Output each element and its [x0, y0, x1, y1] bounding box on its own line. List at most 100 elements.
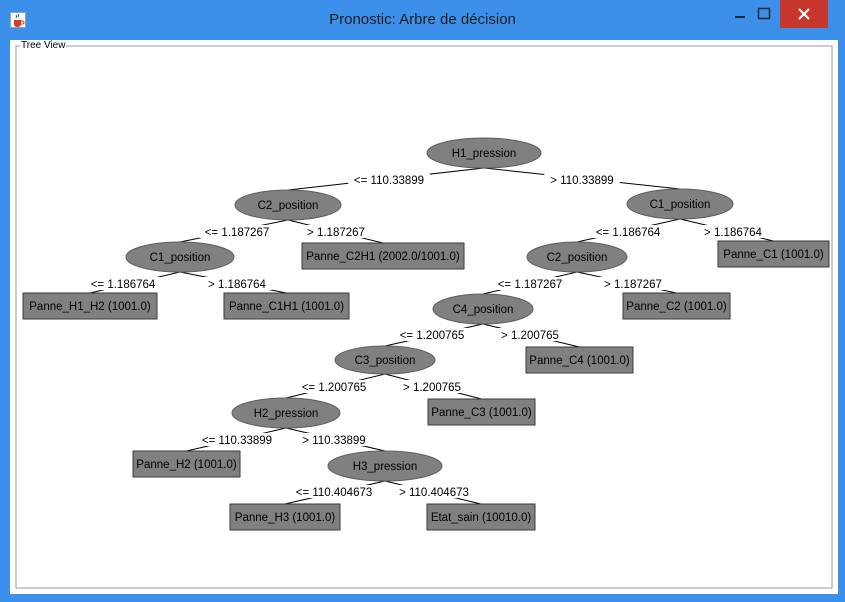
- decision-node[interactable]: H2_pression: [231, 397, 341, 429]
- edge-label: > 1.186764: [208, 279, 266, 291]
- tree-edge: > 110.33899: [483, 167, 681, 190]
- edge-label-bg: [698, 225, 768, 238]
- edge-label: <= 110.33899: [202, 435, 272, 447]
- edge-label: <= 1.200765: [400, 330, 465, 342]
- leaf-node[interactable]: Panne_H1_H2 (1001.0): [22, 292, 158, 320]
- tree-edge: > 1.186764: [679, 218, 774, 242]
- window-title: Pronostic: Arbre de décision: [329, 11, 516, 28]
- edge-label-bg: [348, 173, 430, 186]
- node-oval: [432, 293, 534, 325]
- tree-edge: <= 110.404673: [284, 480, 386, 505]
- tree-edge: <= 110.33899: [186, 427, 287, 452]
- node-label: C2_position: [547, 252, 608, 264]
- leaf-box: [132, 450, 241, 478]
- leaf-node[interactable]: Panne_C2H1 (2002.0/1001.0): [301, 242, 465, 270]
- window-border-bottom: [0, 594, 845, 602]
- leaf-node[interactable]: Panne_C3 (1001.0): [427, 398, 536, 426]
- decision-node[interactable]: C2_position: [526, 241, 628, 273]
- tree-edge: <= 1.187267: [482, 271, 578, 295]
- edge-label-bg: [394, 328, 470, 341]
- leaf-node[interactable]: Panne_C1H1 (1001.0): [223, 292, 350, 320]
- edge-label: <= 1.187267: [498, 279, 563, 291]
- decision-node[interactable]: H1_pression: [426, 137, 542, 169]
- leaf-box: [622, 292, 731, 320]
- edge-label-bg: [85, 277, 161, 290]
- tree-edge: <= 1.186764: [85, 271, 181, 294]
- edge-label: <= 1.187267: [205, 227, 270, 239]
- decision-node[interactable]: C2_position: [234, 189, 342, 221]
- node-label: H2_pression: [254, 408, 319, 420]
- edge-label: > 110.33899: [302, 435, 365, 447]
- edge-label-bg: [296, 433, 372, 446]
- leaf-box: [223, 292, 350, 320]
- edge-label-bg: [196, 433, 278, 446]
- java-cup-icon: [10, 12, 26, 28]
- leaf-label: Panne_C2 (1001.0): [626, 301, 727, 313]
- minimize-icon[interactable]: [728, 4, 752, 26]
- leaf-node[interactable]: Panne_H3 (1001.0): [229, 503, 341, 531]
- close-icon[interactable]: [780, 0, 828, 28]
- leaf-node[interactable]: Panne_C1 (1001.0): [717, 240, 830, 268]
- leaf-node[interactable]: Panne_H2 (1001.0): [132, 450, 241, 478]
- node-oval: [125, 241, 235, 273]
- panel-title: Tree View: [20, 40, 67, 52]
- node-label: C3_position: [355, 355, 416, 367]
- leaf-label: Panne_H3 (1001.0): [235, 512, 336, 524]
- tree-edge: <= 1.186764: [576, 218, 681, 243]
- node-label: C2_position: [258, 200, 319, 212]
- tree-edge: > 1.187267: [576, 271, 677, 294]
- leaf-node[interactable]: Panne_C2 (1001.0): [622, 292, 731, 320]
- edge-label-bg: [590, 225, 666, 238]
- leaf-node[interactable]: Panne_C4 (1001.0): [525, 346, 634, 374]
- decision-node[interactable]: C1_position: [125, 241, 235, 273]
- decision-node[interactable]: C3_position: [334, 345, 436, 375]
- edge-label: > 1.200765: [403, 382, 461, 394]
- edge-label-bg: [199, 225, 275, 238]
- edge-label-bg: [598, 277, 668, 290]
- node-oval: [234, 189, 342, 221]
- edge-label-bg: [301, 225, 371, 238]
- node-label: C4_position: [453, 304, 514, 316]
- decision-node[interactable]: H3_pression: [327, 450, 443, 482]
- edge-label: <= 1.186764: [91, 279, 156, 291]
- node-label: C1_position: [150, 252, 211, 264]
- edge-label-bg: [492, 277, 568, 290]
- tree-edge: <= 1.200765: [285, 373, 386, 399]
- leaf-label: Etat_sain (10010.0): [431, 512, 532, 524]
- edge-label: <= 1.186764: [596, 227, 661, 239]
- edge-label: > 110.33899: [550, 175, 613, 187]
- leaf-label: Panne_C2H1 (2002.0/1001.0): [306, 251, 460, 263]
- edge-label: <= 110.404673: [296, 487, 373, 499]
- leaf-node[interactable]: Etat_sain (10010.0): [426, 503, 536, 531]
- tree-edge: > 1.200765: [384, 373, 482, 400]
- decision-node[interactable]: C4_position: [432, 293, 534, 325]
- leaf-box: [525, 346, 634, 374]
- leaf-box: [717, 240, 830, 268]
- leaf-label: Panne_C4 (1001.0): [529, 355, 630, 367]
- tree-edge: > 1.186764: [179, 271, 287, 294]
- edge-label: <= 110.33899: [354, 175, 424, 187]
- window-border-left: [0, 40, 10, 602]
- edge-label-bg: [495, 328, 565, 341]
- title-bar[interactable]: Pronostic: Arbre de décision: [0, 0, 845, 40]
- edge-label: > 1.200765: [501, 330, 559, 342]
- edge-label-bg: [544, 173, 620, 186]
- node-oval: [526, 241, 628, 273]
- edge-label: <= 1.200765: [302, 382, 367, 394]
- window-border-right: [838, 40, 845, 602]
- node-oval: [327, 450, 443, 482]
- maximize-icon[interactable]: [752, 4, 776, 26]
- tree-edge: <= 1.200765: [384, 323, 484, 347]
- leaf-label: Panne_H1_H2 (1001.0): [29, 301, 151, 313]
- leaf-label: Panne_C1H1 (1001.0): [229, 301, 344, 313]
- node-label: H3_pression: [353, 461, 418, 473]
- edge-label-bg: [296, 380, 372, 393]
- edge-label-bg: [397, 380, 467, 393]
- leaf-label: Panne_H2 (1001.0): [136, 459, 237, 471]
- tree-edge: > 110.404673: [384, 480, 482, 505]
- tree-view-frame: [15, 45, 833, 589]
- edge-label: > 1.187267: [604, 279, 662, 291]
- decision-node[interactable]: C1_position: [626, 188, 734, 220]
